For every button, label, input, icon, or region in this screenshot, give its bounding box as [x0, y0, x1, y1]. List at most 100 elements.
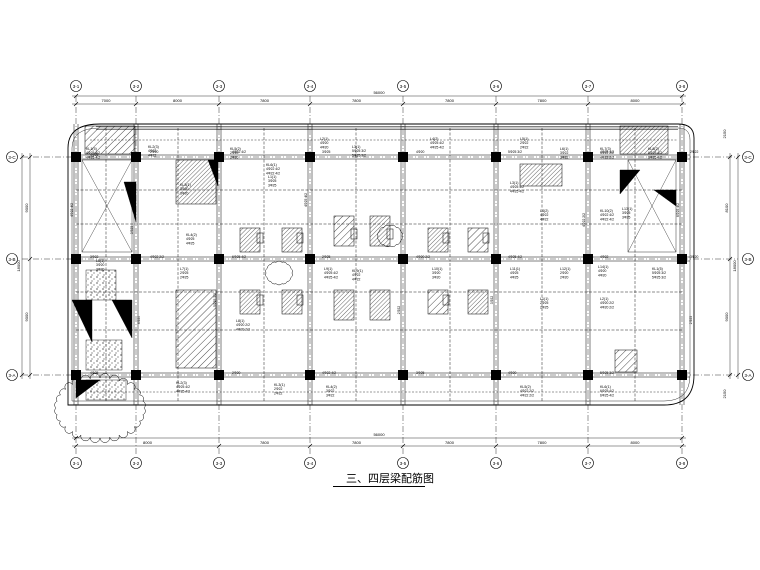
beam-label: L7(1) — [180, 267, 188, 271]
grid-bubble-label: 3-3 — [216, 461, 223, 466]
hatched-panel — [427, 227, 449, 253]
structural-column — [491, 370, 501, 380]
columns — [71, 152, 687, 380]
rebar-note: 5Φ25 3/2 — [352, 149, 366, 153]
structural-column — [71, 370, 81, 380]
dim-value: 7800 — [260, 98, 270, 103]
rebar-note: 4Φ22 — [352, 277, 360, 281]
rebar-note: 3Φ25 — [268, 179, 276, 183]
grid-bubble-label: 3-5 — [400, 84, 407, 89]
hatched-panel — [427, 289, 449, 315]
rebar-note: 4Φ25 — [186, 241, 194, 245]
grid-bubble-col — [130, 80, 142, 92]
beam-label: L4(2) — [430, 137, 438, 141]
structural-column — [583, 152, 593, 162]
hatched-panel — [369, 215, 391, 247]
beam-label: L11(1) — [510, 267, 520, 271]
beam-label: L13(1) — [622, 207, 632, 211]
dim-value: 7800 — [352, 98, 362, 103]
hatched-panel — [281, 289, 303, 315]
rebar-note: 2Φ22 — [274, 391, 282, 395]
structural-column — [131, 370, 141, 380]
structural-column — [491, 152, 501, 162]
rebar-note: 4Φ20 — [320, 145, 328, 149]
beam-label: L12(1) — [560, 267, 570, 271]
beam-label: KL2(3) — [176, 381, 187, 385]
rebar-note: 2Φ25 — [180, 271, 188, 275]
grid-bubble-label: 3-8 — [679, 84, 686, 89]
rebar-note: 5Φ25 3/2 — [652, 271, 666, 275]
hatched-panel — [467, 227, 489, 253]
grid-bubble-col — [70, 80, 82, 92]
rebar-note: 4Φ25 4/2 — [176, 389, 190, 393]
rebar-note: 3Φ20 — [180, 191, 188, 195]
rebar-note: 5Φ25 3/2 — [652, 275, 666, 279]
grid-bubble-label: 3-7 — [585, 84, 592, 89]
beam-label: KL3(1) — [180, 183, 191, 187]
speckled-panel — [85, 339, 123, 371]
rebar-note: 4Φ22 2/2 — [520, 389, 534, 393]
vertical-rebar: 3Φ22 — [490, 296, 494, 304]
dim-value: 2150 — [722, 389, 727, 399]
support-rebar: 2Φ25 — [322, 255, 330, 259]
beam-label: KL4(2) — [326, 385, 337, 389]
support-rebar: 2Φ20 — [232, 371, 240, 375]
support-rebar: 4Φ22 — [600, 255, 608, 259]
dim-value: 7800 — [445, 98, 455, 103]
structural-column — [398, 370, 408, 380]
beam-label: L3(1) — [510, 181, 518, 185]
dim-value: 7800 — [538, 440, 548, 445]
rebar-note: 2Φ25 — [540, 301, 548, 305]
rebar-note: 4Φ20 2/2 — [236, 327, 250, 331]
rebar-note: 4Φ25 4/2 — [510, 185, 524, 189]
rebar-note: 4Φ20 — [320, 141, 328, 145]
dim-value: 7800 — [445, 440, 455, 445]
grid-bubble-label: 3-3 — [216, 84, 223, 89]
rebar-note: 3Φ22 — [326, 389, 334, 393]
dim-value: 7000 — [102, 98, 112, 103]
rebar-note: 6Φ25 4/2 — [600, 389, 614, 393]
rebar-note: 4Φ25 4/2 — [510, 189, 524, 193]
support-rebar: 4Φ20 2/2 — [416, 255, 430, 259]
support-rebar: 2Φ22 — [690, 150, 698, 154]
shaft-cross — [81, 159, 133, 253]
rebar-note: 3Φ20 — [432, 271, 440, 275]
structural-column — [131, 254, 141, 264]
rebar-note: 4Φ25 4/2 — [176, 385, 190, 389]
rebar-note: 4Φ22 4/2 — [266, 171, 280, 175]
hatched-panel — [239, 227, 261, 253]
rebar-note: 3Φ22 — [326, 393, 334, 397]
vertical-rebar: 3Φ25 — [130, 226, 134, 234]
grid-bubble-label: 3-C — [8, 155, 16, 160]
dim-value: 9000 — [24, 203, 29, 213]
grid-bubble-label: 3-1 — [73, 84, 80, 89]
rebar-note: 2Φ22 — [520, 145, 528, 149]
grid-bubble-col — [397, 457, 409, 469]
shaft-cross — [627, 159, 677, 253]
beam-label: L2(1) — [600, 297, 608, 301]
beam-label: KL6(1) — [600, 385, 611, 389]
revision-cloud — [265, 260, 293, 286]
rebar-note: 4Φ25 — [186, 237, 194, 241]
grid-bubble-label: 3-A — [8, 373, 15, 378]
grid-bubble-col — [130, 457, 142, 469]
grid-bubble-col — [213, 457, 225, 469]
vertical-rebar: 4Φ22 4/2 — [70, 203, 74, 217]
black-wedge — [123, 181, 137, 223]
grid-bubble-label: 3-C — [744, 155, 752, 160]
dim-value: 9000 — [24, 312, 29, 322]
support-rebar: 4Φ22 4/2 — [232, 150, 246, 154]
hatched-panel — [614, 349, 638, 373]
support-rebar: 4Φ20 — [416, 150, 424, 154]
rebar-note: 4Φ22 — [148, 149, 156, 153]
beam-label: KL4(2) — [186, 233, 197, 237]
grid-bubble-row — [742, 369, 754, 381]
beam-label: L9(1) — [324, 267, 332, 271]
structural-column — [398, 152, 408, 162]
support-rebar: 2Φ20 — [150, 150, 158, 154]
grid-bubble-label: 3-5 — [400, 461, 407, 466]
grid-bubble-label: 3-8 — [679, 461, 686, 466]
grid-bubble-col — [70, 457, 82, 469]
dim-value: 7800 — [538, 98, 548, 103]
